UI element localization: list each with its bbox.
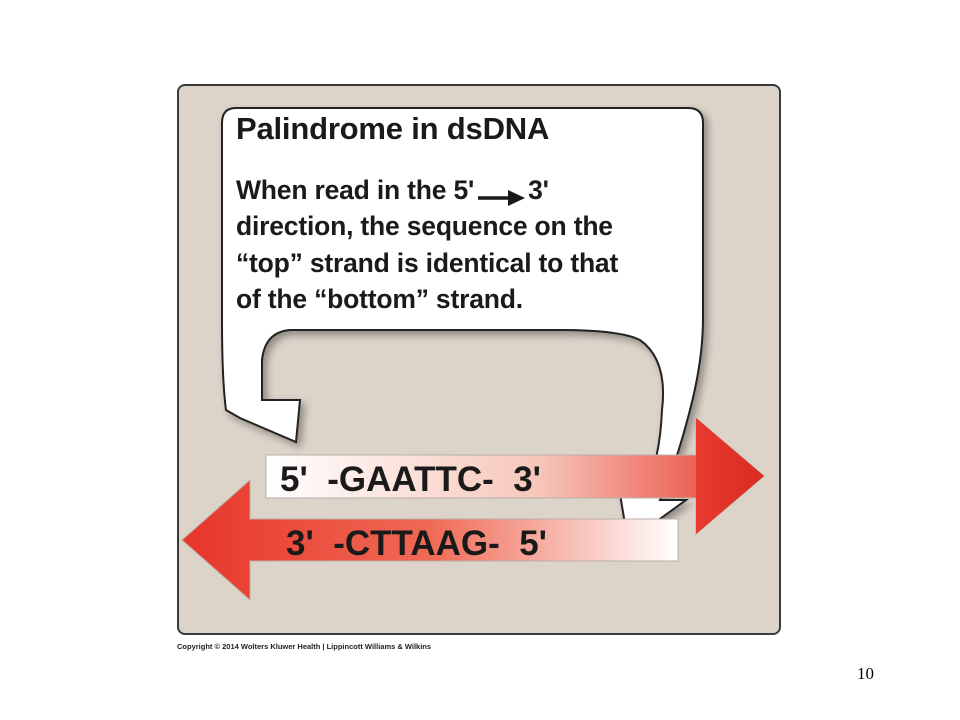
speech-bubble: [221, 107, 704, 544]
description-line-1-start: When read in the 5': [236, 175, 475, 205]
page-number: 10: [857, 664, 874, 683]
description-line-1: When read in the 5' 3': [236, 175, 549, 206]
description-line-2: direction, the sequence on the: [236, 211, 613, 241]
right-arrow-icon: [476, 183, 526, 206]
top-strand-sequence: 5' -GAATTC- 3': [280, 460, 541, 499]
bottom-strand-sequence: 3' -CTTAAG- 5': [286, 524, 547, 563]
copyright-notice: Copyright © 2014 Wolters Kluwer Health |…: [177, 642, 432, 651]
bottom-strand-arrow: [181, 478, 679, 602]
top-strand-arrow: [265, 416, 765, 536]
description-line-1-end: 3': [528, 175, 549, 205]
diagram-title: Palindrome in dsDNA: [236, 111, 550, 146]
description-line-3: “top” strand is identical to that: [236, 248, 619, 278]
description-line-4: of the “bottom” strand.: [236, 284, 523, 314]
